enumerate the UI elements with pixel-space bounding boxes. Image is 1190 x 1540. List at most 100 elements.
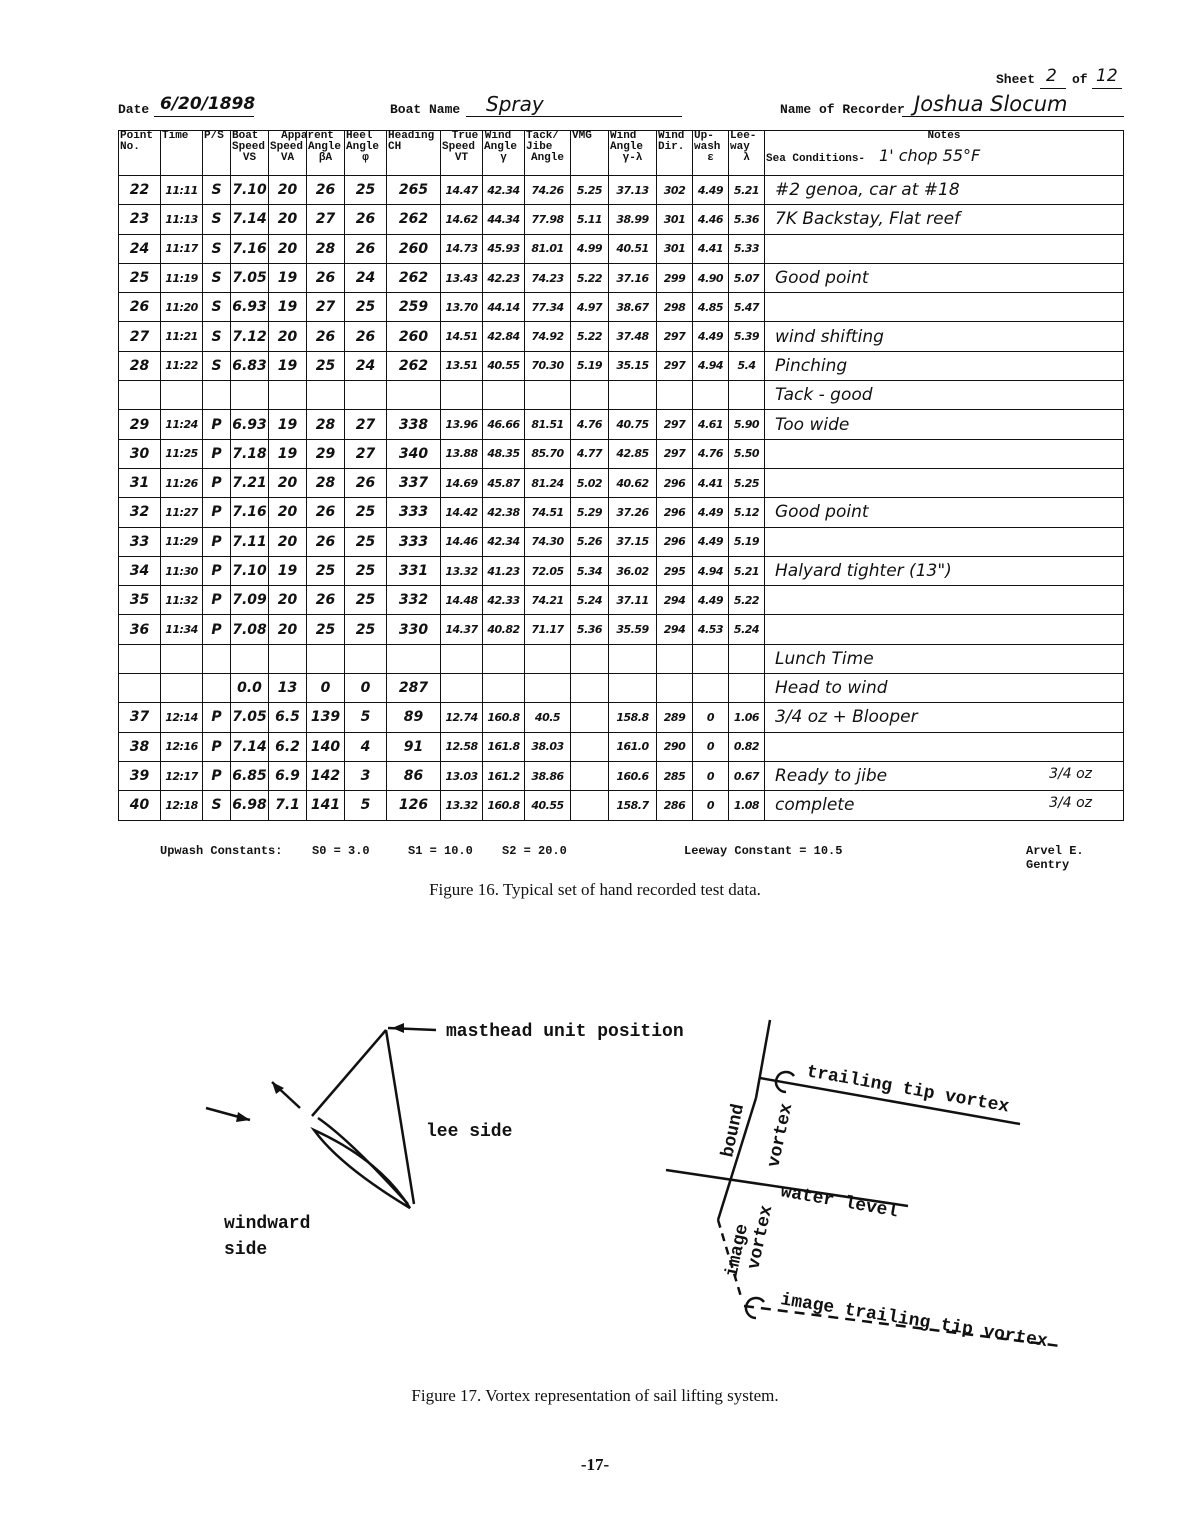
data-cell: 19 [268, 262, 307, 294]
data-cell: 27 [118, 321, 161, 352]
data-cell: 12:14 [160, 702, 203, 733]
data-cell: 40.55 [482, 350, 525, 382]
wind-arrowhead [236, 1112, 250, 1122]
data-cell: 40.5 [524, 702, 571, 733]
data-cell: 30 [118, 438, 161, 469]
data-cell: 5.24 [570, 585, 609, 616]
data-cell: 19 [268, 292, 307, 323]
data-cell: 332 [386, 585, 441, 616]
column-header-line: way [730, 141, 750, 153]
data-cell: 160.8 [482, 790, 525, 821]
data-cell [692, 380, 729, 411]
data-cell: 5.21 [728, 174, 765, 206]
data-cell: 4.53 [692, 614, 729, 645]
data-cell: 297 [656, 350, 693, 382]
data-cell: 6.93 [230, 292, 269, 323]
vortex-label: vortex [764, 1102, 797, 1170]
data-cell [440, 673, 483, 704]
column-header-line: CH [388, 141, 402, 153]
data-cell: 74.51 [524, 497, 571, 528]
data-cell: 4.90 [692, 262, 729, 294]
column-header: Time [160, 130, 203, 176]
data-cell: 5.34 [570, 555, 609, 587]
data-cell: 259 [386, 292, 441, 323]
note-text: Tack - good [775, 385, 873, 406]
data-cell: 294 [656, 585, 693, 616]
data-cell: 34 [118, 555, 161, 587]
data-cell: 6.98 [230, 790, 269, 821]
data-cell: 5.39 [728, 321, 765, 352]
of-label: of [1072, 72, 1088, 87]
data-cell: 32 [118, 497, 161, 528]
data-cell: 5.25 [570, 174, 609, 206]
data-cell: 158.8 [608, 702, 657, 733]
data-cell: 139 [306, 702, 345, 733]
note-cell [764, 731, 1124, 762]
data-cell: 7.08 [230, 614, 269, 645]
data-cell: 20 [268, 526, 307, 557]
table-row: Tack - good [118, 380, 1124, 411]
note-text: 7K Backstay, Flat reef [775, 209, 961, 230]
column-header-line: wash [694, 141, 721, 153]
note-text: Good point [775, 502, 869, 523]
column-header-line: Heading [388, 130, 435, 142]
sheet-header: Sheet 2 of 12 Date 6/20/1898 Boat Name S… [0, 0, 1190, 130]
data-cell: 160.6 [608, 760, 657, 792]
data-cell: 20 [268, 497, 307, 528]
data-cell: 25 [344, 174, 387, 206]
data-cell [524, 673, 571, 704]
note-cell: 7K Backstay, Flat reef [764, 204, 1124, 235]
data-cell: 11:30 [160, 555, 203, 587]
data-cell: 4 [344, 731, 387, 762]
data-cell: 86 [386, 760, 441, 792]
column-header: VMG [570, 130, 609, 176]
data-cell: 5.29 [570, 497, 609, 528]
data-cell: 11:20 [160, 292, 203, 323]
note-text: Head to wind [775, 678, 888, 699]
data-cell [728, 673, 765, 704]
column-header-line: VT [454, 152, 469, 164]
data-cell: 27 [344, 409, 387, 440]
note-text: 3/4 oz + Blooper [775, 707, 918, 728]
note-sail-text: 3/4 oz [1049, 766, 1092, 783]
data-cell: 12.58 [440, 731, 483, 762]
data-cell: 1.06 [728, 702, 765, 733]
sail-forestay [311, 1029, 387, 1117]
column-header-line: P/S [204, 130, 224, 142]
data-cell: 81.24 [524, 467, 571, 499]
data-cell: 338 [386, 409, 441, 440]
note-text: Lunch Time [775, 648, 874, 669]
data-cell: 37.48 [608, 321, 657, 352]
data-cell: 337 [386, 467, 441, 499]
data-cell: 302 [656, 174, 693, 206]
data-cell: 11:13 [160, 204, 203, 235]
data-cell [570, 731, 609, 762]
data-cell: 31 [118, 467, 161, 499]
data-cell: 4.94 [692, 350, 729, 382]
data-cell: 41.23 [482, 555, 525, 587]
data-cell: 301 [656, 233, 693, 264]
data-cell: 260 [386, 233, 441, 264]
data-cell: 25 [306, 555, 345, 587]
data-cell: 20 [268, 233, 307, 264]
data-cell [570, 380, 609, 411]
data-cell: 5.12 [728, 497, 765, 528]
data-cell: 25 [306, 614, 345, 645]
data-cell: 296 [656, 526, 693, 557]
data-cell: 24 [118, 233, 161, 264]
data-cell: 340 [386, 438, 441, 469]
data-cell: 296 [656, 467, 693, 499]
data-cell: 5.50 [728, 438, 765, 469]
note-cell: 3/4 oz + Blooper [764, 702, 1124, 733]
data-cell: 0 [692, 790, 729, 821]
data-cell: 7.12 [230, 321, 269, 352]
data-cell: 5.4 [728, 350, 765, 382]
